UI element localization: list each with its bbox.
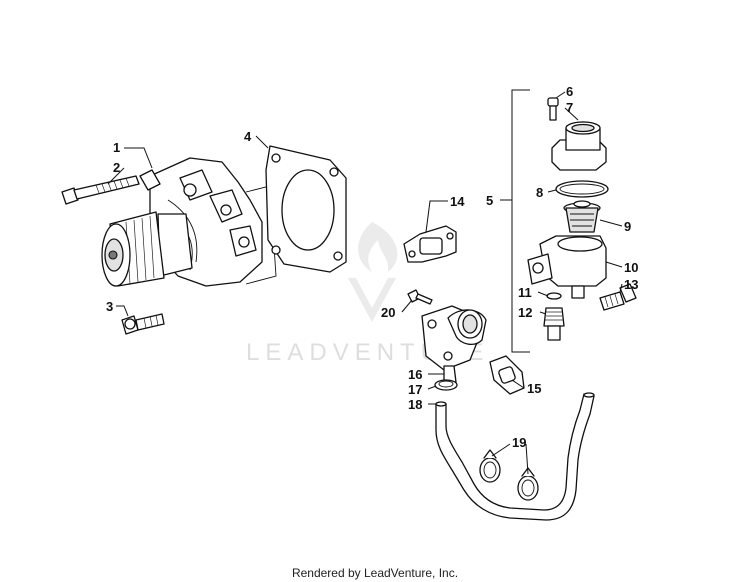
leader-lines xyxy=(107,91,623,475)
part-20-bolt xyxy=(407,289,433,305)
callout-2: 2 xyxy=(113,160,120,175)
part-15-gasket xyxy=(489,355,525,395)
part-1-water-pump xyxy=(101,157,277,287)
part-14-small-gasket xyxy=(403,225,457,263)
part-12-sensor xyxy=(543,307,565,341)
part-16-outlet-fitting xyxy=(421,305,487,383)
callout-3: 3 xyxy=(106,299,113,314)
part-9-thermostat xyxy=(563,200,601,233)
part-13-bolt xyxy=(599,283,637,311)
callout-10: 10 xyxy=(624,260,638,275)
callout-8: 8 xyxy=(536,185,543,200)
callout-1: 1 xyxy=(113,140,120,155)
callout-16: 16 xyxy=(408,367,422,382)
callout-9: 9 xyxy=(624,219,631,234)
part-6-bolt xyxy=(547,97,559,121)
part-10-thermostat-housing xyxy=(527,235,607,299)
callout-13: 13 xyxy=(624,277,638,292)
part-8-o-ring xyxy=(555,180,609,198)
callout-5: 5 xyxy=(486,193,493,208)
part-3-bolt xyxy=(121,313,165,335)
hose-clamp xyxy=(479,449,501,483)
part-11-washer xyxy=(546,292,562,300)
callout-7: 7 xyxy=(566,100,573,115)
footer-credit: Rendered by LeadVenture, Inc. xyxy=(292,566,458,580)
callout-20: 20 xyxy=(381,305,395,320)
callout-19: 19 xyxy=(512,435,526,450)
part-7-housing-cover xyxy=(551,121,607,171)
part-19-hose-clamps xyxy=(479,449,539,501)
callout-12: 12 xyxy=(518,305,532,320)
callout-15: 15 xyxy=(527,381,541,396)
callout-6: 6 xyxy=(566,84,573,99)
part-2-bolt xyxy=(61,175,140,205)
callout-17: 17 xyxy=(408,382,422,397)
part-5-bracket xyxy=(500,89,530,353)
callout-18: 18 xyxy=(408,397,422,412)
callout-4: 4 xyxy=(244,129,252,144)
part-18-hose xyxy=(435,392,595,521)
callout-14: 14 xyxy=(450,194,465,209)
leadventure-flame-logo xyxy=(348,222,398,322)
part-4-gasket xyxy=(265,145,347,273)
callout-labels: 1 2 3 4 5 6 7 8 9 10 11 12 13 14 15 16 1… xyxy=(106,84,638,450)
callout-11: 11 xyxy=(518,285,532,300)
part-17-clamp xyxy=(434,379,458,391)
